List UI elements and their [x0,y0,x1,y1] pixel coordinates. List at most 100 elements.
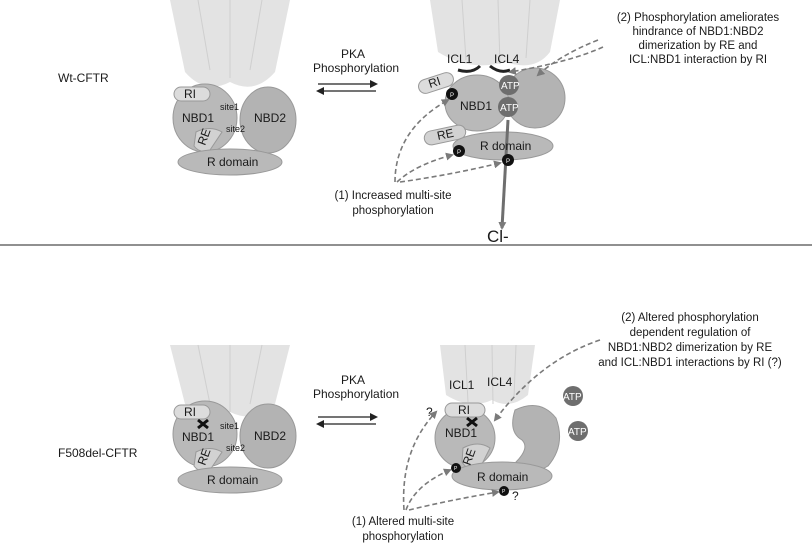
annotation-1-line-1: (1) Altered multi-site [352,516,454,528]
icl1-label: ICL1 [449,378,475,392]
atp-1 [563,386,583,406]
site2-label: site2 [226,124,245,134]
nbd2-label: NBD2 [254,429,286,443]
phosphorylation-label: Phosphorylation [313,387,399,401]
r-domain-shape [177,148,283,176]
tm-helices [197,0,263,78]
chloride-ion-label: Cl- [487,227,509,246]
r-domain-label: R domain [207,473,258,487]
annotation-1-line-2: phosphorylation [362,531,443,543]
annotation-1-line-1: (1) Increased multi-site [335,190,452,202]
atp-label-2: ATP [500,103,519,114]
wt-closed-channel: RI NBD1 NBD2 site1 site2 RE R domain [170,0,297,176]
nbd1-label: NBD1 [182,111,214,125]
annotation-2-bottom: (2) Altered phosphorylation dependent re… [493,312,782,422]
ri-label: RI [458,403,470,417]
atp-2 [498,97,518,117]
p-label-2: P [502,489,506,495]
re-label: RE [460,447,479,467]
re-shape [423,124,467,146]
ri-shape [444,402,486,418]
icl1-label: ICL1 [447,52,473,66]
annotation-2-line-1: (2) Phosphorylation ameliorates [617,12,780,24]
ri-label: RI [184,405,196,419]
tm-helices [461,0,531,65]
site2-label: site2 [226,443,245,453]
bottom-panel: F508del-CFTR RI NBD1 NBD2 site1 site2 RE… [58,312,782,543]
question-mark-2: ? [512,489,519,503]
atp-label-2: ATP [568,427,587,438]
annotation-1-arrow-2 [396,152,454,183]
annotation-2-line-1: (2) Altered phosphorylation [621,312,758,324]
row-label-wt: Wt-CFTR [58,71,109,85]
phospho-ri [446,88,458,100]
r-domain-label: R domain [477,470,528,484]
icl4-label: ICL4 [487,375,513,389]
annotation-1-arrow-1 [394,99,450,183]
atp-1 [499,75,519,95]
annotation-1-arrow-1 [402,410,438,511]
annotation-1-arrow-3 [408,489,500,511]
annotation-2-top: (2) Phosphorylation ameliorates hindranc… [508,12,780,77]
annotation-1-arrow-3 [399,160,502,183]
annotation-1-bottom: (1) Altered multi-site phosphorylation [352,410,500,543]
annotation-2-arrow-2 [508,46,604,75]
row-label-f508del: F508del-CFTR [58,446,138,460]
r-domain-shape [177,466,283,494]
icl4-contact [489,64,511,73]
re-label: RE [436,126,455,143]
atp-label-1: ATP [501,81,520,92]
tm-helices [464,344,517,405]
phospho-r-domain [502,154,514,166]
p-label-2: P [457,150,461,156]
top-panel: Wt-CFTR RI NBD1 NBD2 site1 site2 RE R do… [58,0,779,246]
re-label: RE [195,127,214,147]
nbd2-shape [239,403,297,469]
annotation-1-top: (1) Increased multi-site phosphorylation [335,99,502,217]
nbd1-label: NBD1 [182,430,214,444]
annotation-1-arrow-2 [405,468,452,511]
f508-deletion-mark [197,418,209,430]
tm-helices [197,344,263,412]
ri-shape [173,86,211,102]
pka-equilibrium-top: PKA Phosphorylation [313,47,399,95]
atp-2 [568,421,588,441]
chloride-efflux-arrow [498,119,510,230]
wt-open-channel: P P P ICL1 ICL4 RI NBD1 ATP ATP RE R dom… [418,0,566,246]
f508del-closed-channel: RI NBD1 NBD2 site1 site2 RE R domain [170,344,297,494]
membrane-domain [430,0,560,66]
ri-shape [173,404,211,420]
phosphorylation-label: Phosphorylation [313,61,399,75]
pka-label: PKA [341,373,365,387]
annotation-1-line-2: phosphorylation [352,205,433,217]
p-label-1: P [454,466,458,472]
nbd2-label: NBD2 [254,111,286,125]
site1-label: site1 [220,102,239,112]
icl4-label: ICL4 [494,52,520,66]
r-domain-label: R domain [480,139,531,153]
phospho-nbd1 [451,463,461,473]
f508del-altered-channel: P P ICL1 ICL4 RI NBD1 ATP ATP RE R domai… [426,344,588,503]
annotation-2-line-2: hindrance of NBD1:NBD2 [632,26,763,38]
annotation-2-line-3: dimerization by RE and [639,40,758,52]
pka-equilibrium-bottom: PKA Phosphorylation [313,373,399,428]
f508-deletion-mark [466,416,478,428]
membrane-domain [440,345,535,404]
nbd2-shape [512,405,561,472]
annotation-2-line-4: ICL:NBD1 interaction by RI [629,54,767,66]
r-domain-label: R domain [207,155,258,169]
icl1-contact [457,64,482,73]
annotation-2-line-3: NBD1:NBD2 dimerization by RE [608,342,773,354]
pka-label: PKA [341,47,365,61]
ri-shape [418,72,454,94]
nbd1-label: NBD1 [445,426,477,440]
phospho-r-domain [499,486,509,496]
annotation-2-arrow-1 [536,39,599,77]
annotation-2-line-2: dependent regulation of [630,327,752,339]
annotation-2-line-4: and ICL:NBD1 interactions by RI (?) [598,357,782,369]
annotation-2-arrow [493,339,601,422]
nbd1-label: NBD1 [460,99,492,113]
re-label: RE [195,447,214,467]
site1-label: site1 [220,421,239,431]
